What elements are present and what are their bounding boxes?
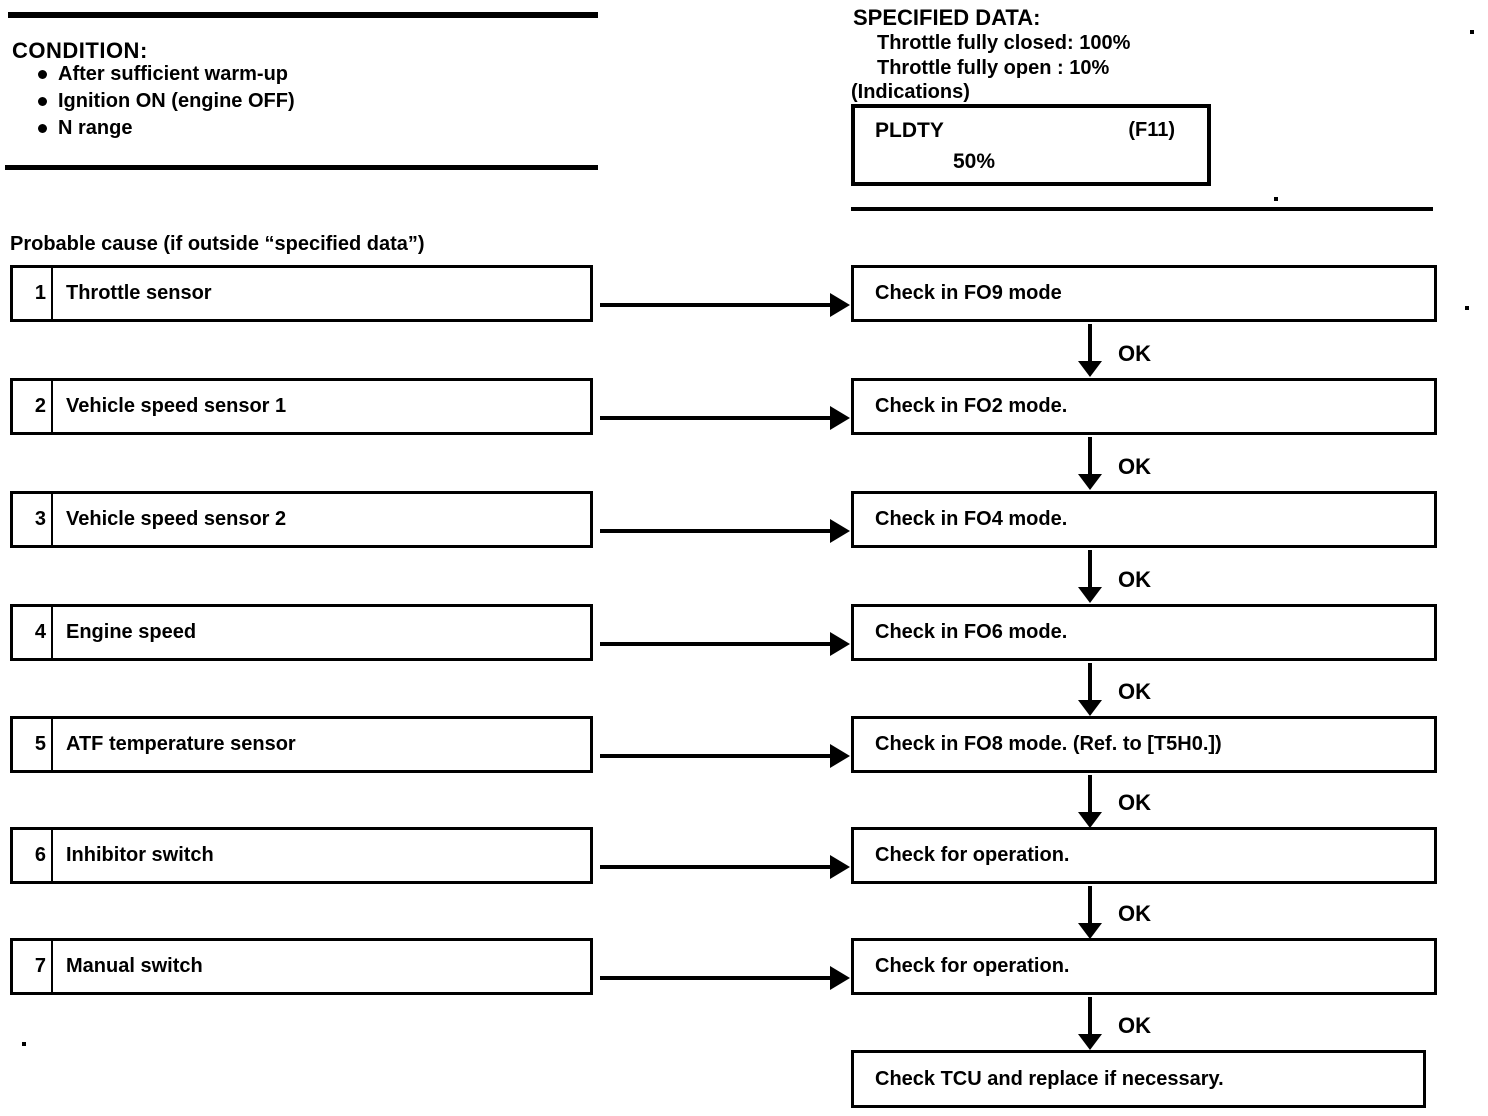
- ok-label: OK: [1118, 790, 1151, 815]
- cause-box-6: 6 Inhibitor switch: [10, 827, 593, 884]
- probable-cause-heading: Probable cause (if outside “specified da…: [10, 233, 425, 255]
- scan-speck: [22, 1042, 26, 1046]
- arrow-down-icon: [1078, 437, 1102, 490]
- indication-display-box: PLDTY (F11) 50%: [851, 104, 1211, 186]
- display-value: 50%: [953, 150, 996, 173]
- cause-box-4: 4 Engine speed: [10, 604, 593, 661]
- arrow-right-icon: [600, 406, 850, 430]
- condition-bullet: Ignition ON (engine OFF): [38, 90, 295, 113]
- arrow-down-icon: [1078, 663, 1102, 716]
- step-label: Check for operation.: [875, 955, 1070, 977]
- indications-label: (Indications): [851, 81, 970, 103]
- step-box-2: Check in FO2 mode.: [851, 378, 1437, 435]
- cause-number: 2: [13, 381, 53, 432]
- cause-label: Vehicle speed sensor 2: [66, 508, 287, 530]
- condition-bullet-label: N range: [58, 117, 133, 139]
- step-box-3: Check in FO4 mode.: [851, 491, 1437, 548]
- arrow-right-icon: [600, 966, 850, 990]
- condition-bullet-label: After sufficient warm-up: [58, 63, 289, 85]
- bullet-icon: [38, 124, 47, 133]
- ok-label: OK: [1118, 341, 1151, 366]
- specified-data-title: SPECIFIED DATA:: [853, 5, 1041, 30]
- step-label: Check in FO4 mode.: [875, 508, 1068, 530]
- cause-box-5: 5 ATF temperature sensor: [10, 716, 593, 773]
- ok-label: OK: [1118, 454, 1151, 479]
- step-box-final: Check TCU and replace if necessary.: [851, 1050, 1426, 1108]
- bullet-icon: [38, 97, 47, 106]
- cause-label: Throttle sensor: [66, 282, 212, 304]
- arrow-right-icon: [600, 632, 850, 656]
- condition-bullet-label: Ignition ON (engine OFF): [58, 90, 295, 112]
- cause-number: 1: [13, 268, 53, 319]
- cause-label: Inhibitor switch: [66, 844, 214, 866]
- display-param: PLDTY: [875, 119, 944, 142]
- cause-label: Engine speed: [66, 621, 197, 643]
- divider: [851, 207, 1433, 211]
- step-label: Check in FO2 mode.: [875, 395, 1068, 417]
- ok-label: OK: [1118, 567, 1151, 592]
- arrow-right-icon: [600, 855, 850, 879]
- step-box-1: Check in FO9 mode: [851, 265, 1437, 322]
- cause-label: Manual switch: [66, 955, 203, 977]
- step-label: Check TCU and replace if necessary.: [875, 1067, 1224, 1090]
- cause-number: 5: [13, 719, 53, 770]
- specified-data-line: Throttle fully open : 10%: [877, 57, 1110, 79]
- divider: [5, 165, 598, 170]
- arrow-right-icon: [600, 744, 850, 768]
- cause-box-3: 3 Vehicle speed sensor 2: [10, 491, 593, 548]
- bullet-icon: [38, 70, 47, 79]
- scan-speck: [1274, 197, 1278, 201]
- condition-title: CONDITION:: [12, 38, 148, 63]
- scan-speck: [1465, 306, 1469, 310]
- step-box-4: Check in FO6 mode.: [851, 604, 1437, 661]
- scan-speck: [1470, 30, 1474, 34]
- cause-box-2: 2 Vehicle speed sensor 1: [10, 378, 593, 435]
- specified-data-line: Throttle fully closed: 100%: [877, 32, 1131, 54]
- arrow-right-icon: [600, 293, 850, 317]
- cause-box-7: 7 Manual switch: [10, 938, 593, 995]
- condition-bullet: After sufficient warm-up: [38, 63, 288, 86]
- cause-label: ATF temperature sensor: [66, 733, 296, 755]
- step-label: Check in FO9 mode: [875, 282, 1062, 304]
- step-label: Check in FO8 mode. (Ref. to [T5H0.]): [875, 733, 1222, 755]
- condition-bullet: N range: [38, 117, 132, 140]
- cause-label: Vehicle speed sensor 1: [66, 395, 287, 417]
- step-box-6: Check for operation.: [851, 827, 1437, 884]
- display-mode-code: (F11): [1128, 119, 1175, 141]
- ok-label: OK: [1118, 901, 1151, 926]
- step-label: Check in FO6 mode.: [875, 621, 1068, 643]
- arrow-down-icon: [1078, 324, 1102, 377]
- arrow-right-icon: [600, 519, 850, 543]
- divider: [8, 12, 598, 18]
- step-box-5: Check in FO8 mode. (Ref. to [T5H0.]): [851, 716, 1437, 773]
- cause-number: 4: [13, 607, 53, 658]
- arrow-down-icon: [1078, 886, 1102, 939]
- step-label: Check for operation.: [875, 844, 1070, 866]
- cause-box-1: 1 Throttle sensor: [10, 265, 593, 322]
- cause-number: 3: [13, 494, 53, 545]
- ok-label: OK: [1118, 1013, 1151, 1038]
- arrow-down-icon: [1078, 775, 1102, 828]
- arrow-down-icon: [1078, 997, 1102, 1050]
- arrow-down-icon: [1078, 550, 1102, 603]
- cause-number: 7: [13, 941, 53, 992]
- step-box-7: Check for operation.: [851, 938, 1437, 995]
- cause-number: 6: [13, 830, 53, 881]
- ok-label: OK: [1118, 679, 1151, 704]
